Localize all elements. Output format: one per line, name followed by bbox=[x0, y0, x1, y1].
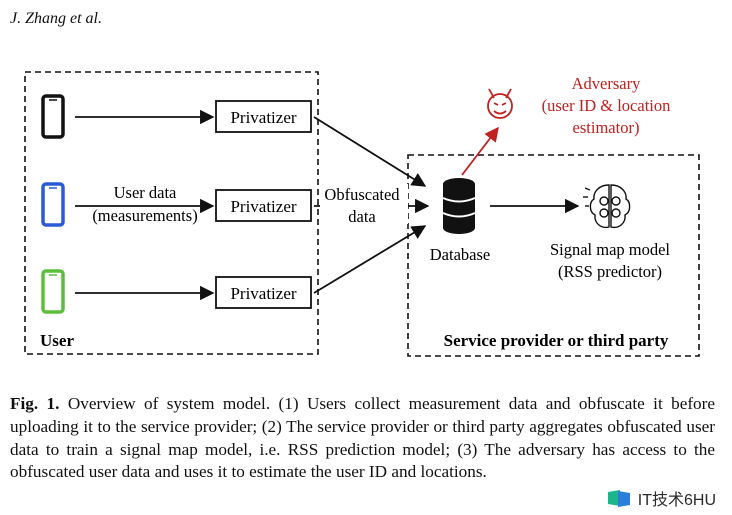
obfuscated-data-label: data bbox=[348, 207, 376, 226]
devil-face-icon bbox=[487, 88, 513, 119]
smartphone-icon-2 bbox=[41, 182, 65, 227]
service-provider-box bbox=[407, 154, 700, 357]
running-header-author: J. Zhang et al. bbox=[10, 10, 102, 27]
database-label: Database bbox=[430, 245, 490, 264]
database-icon bbox=[442, 178, 476, 234]
watermark-logo-icon bbox=[607, 490, 630, 507]
user-box-label: User bbox=[40, 331, 74, 350]
service-provider-box-label: Service provider or third party bbox=[444, 331, 669, 350]
privatizer-box-1 bbox=[215, 100, 312, 133]
measurements-label: (measurements) bbox=[92, 206, 197, 225]
arrow-privatizer1-to-database bbox=[313, 116, 427, 187]
figure-caption: Fig. 1. Overview of system model. (1) Us… bbox=[10, 393, 715, 484]
system-model-diagram: User Service provider or third party Use… bbox=[24, 71, 700, 357]
user-data-label: User data bbox=[114, 183, 177, 202]
adversary-sublabel-2: estimator) bbox=[573, 118, 640, 137]
brain-gears-icon bbox=[583, 184, 631, 229]
privatizer-label-3: Privatizer bbox=[230, 284, 296, 303]
figure-caption-text: Overview of system model. (1) Users coll… bbox=[10, 394, 716, 482]
adversary-sublabel-1: (user ID & location bbox=[542, 96, 671, 115]
figure-label: Fig. 1. bbox=[10, 394, 60, 413]
user-box bbox=[24, 71, 319, 355]
arrow-database-to-adversary bbox=[461, 126, 499, 176]
model-sublabel: (RSS predictor) bbox=[558, 262, 662, 281]
privatizer-box-2 bbox=[215, 189, 312, 222]
watermark: IT技术6HU bbox=[606, 486, 716, 510]
smartphone-icon-1 bbox=[41, 94, 65, 139]
privatizer-label-1: Privatizer bbox=[230, 108, 296, 127]
privatizer-label-2: Privatizer bbox=[230, 197, 296, 216]
adversary-label: Adversary bbox=[572, 74, 641, 93]
arrow-privatizer3-to-database bbox=[313, 225, 427, 294]
privatizer-box-3 bbox=[215, 276, 312, 309]
obfuscated-label: Obfuscated bbox=[324, 185, 400, 204]
watermark-text: IT技术6HU bbox=[637, 492, 716, 509]
model-label: Signal map model bbox=[550, 240, 670, 259]
smartphone-icon-3 bbox=[41, 269, 65, 314]
